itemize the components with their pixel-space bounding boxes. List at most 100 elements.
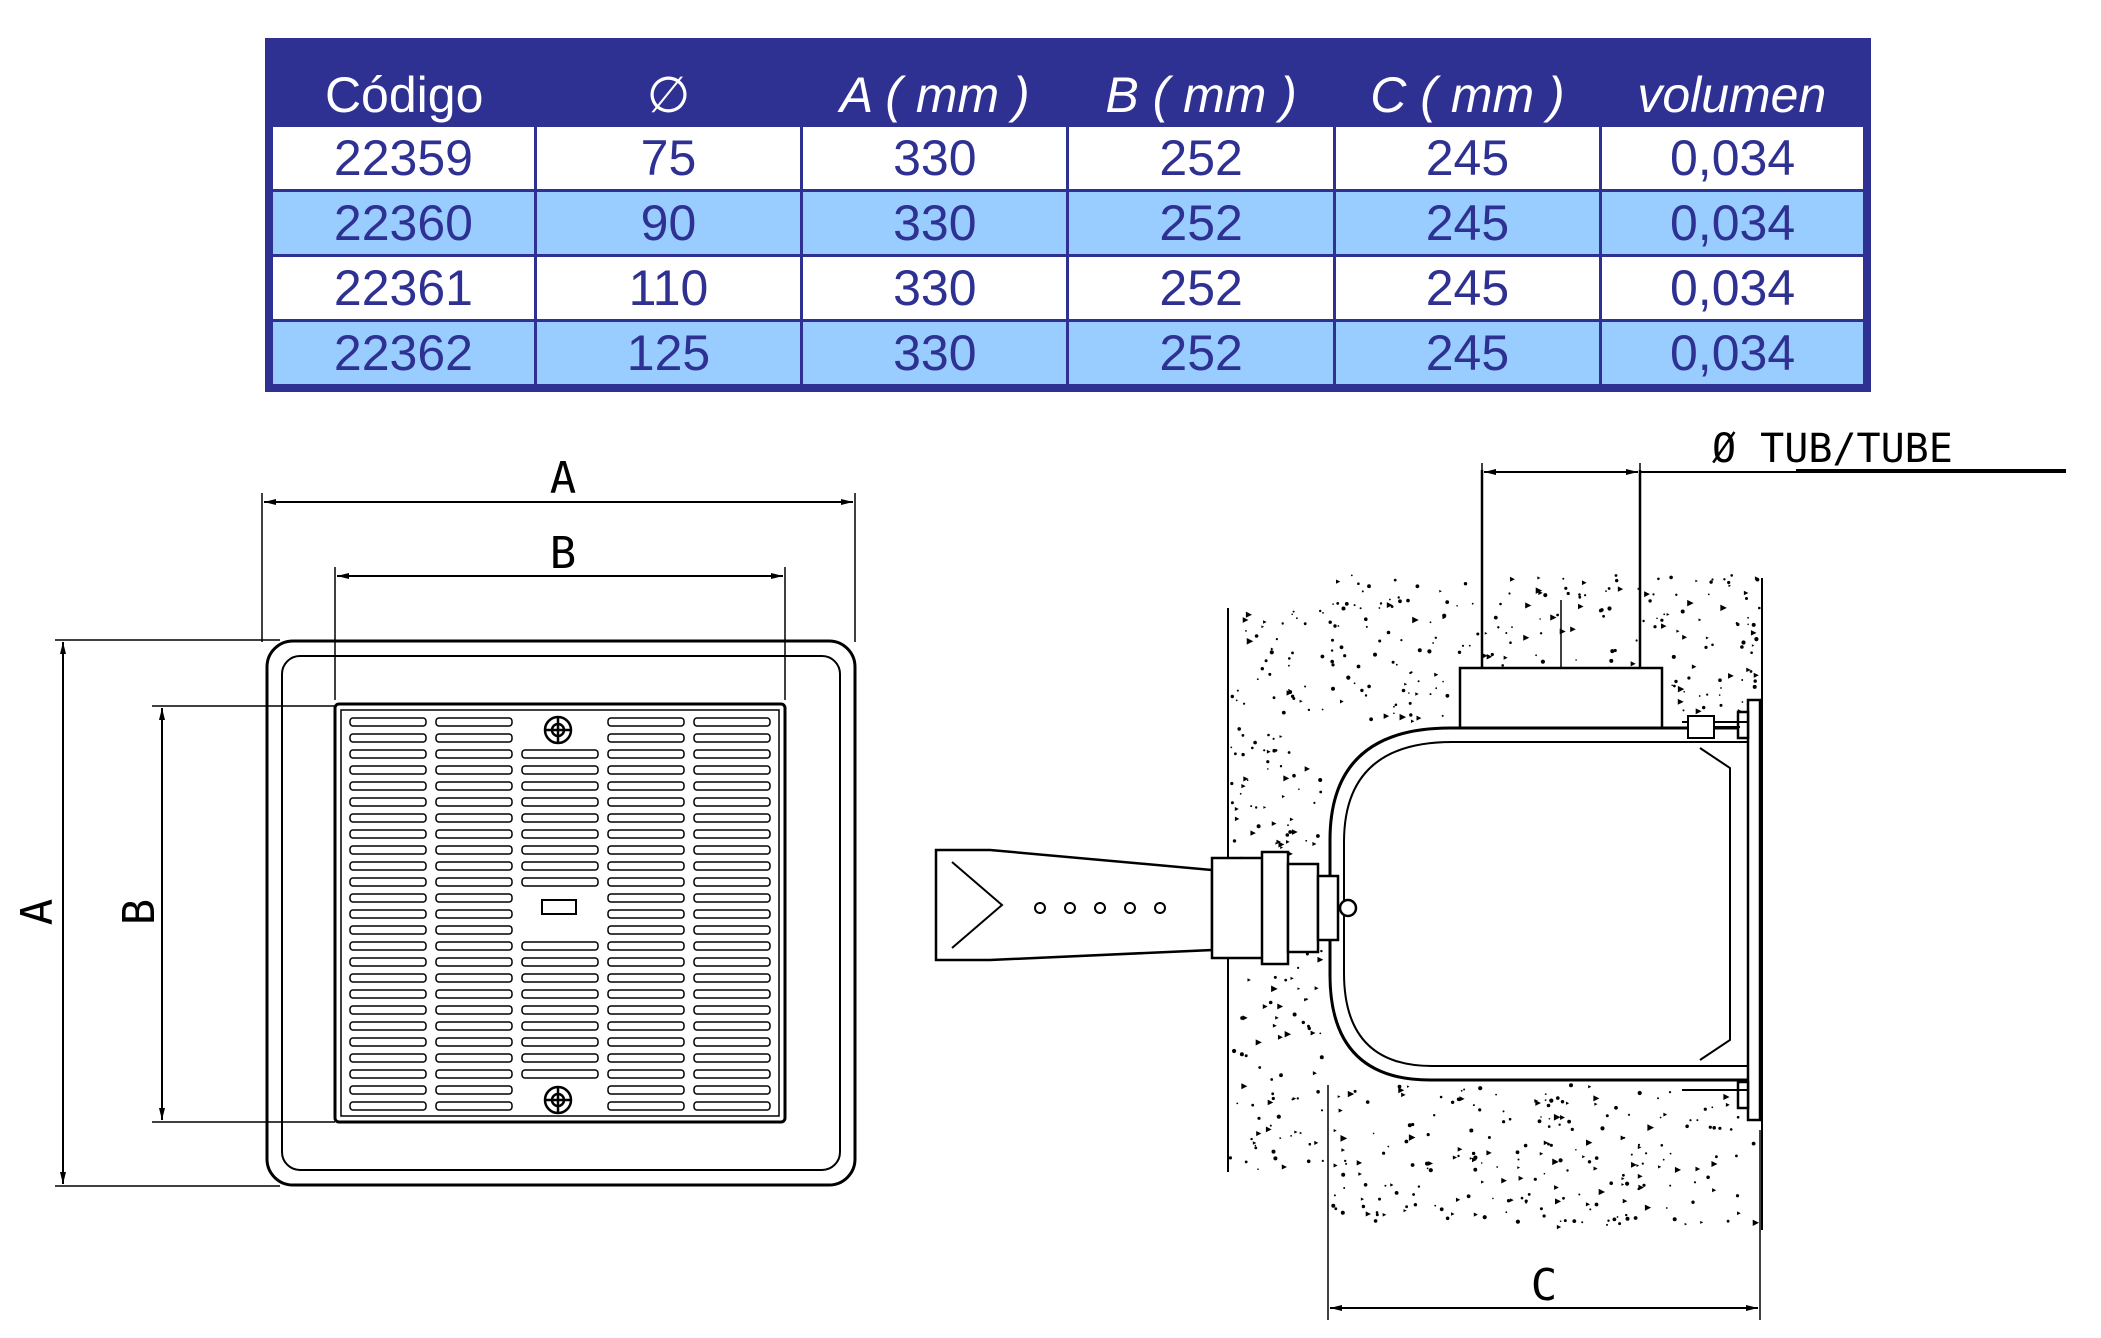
concrete-speck <box>1291 829 1298 835</box>
concrete-speck <box>1741 679 1744 681</box>
concrete-speck <box>1586 1139 1593 1146</box>
concrete-speck <box>1719 703 1723 707</box>
concrete-speck <box>1758 606 1761 610</box>
concrete-speck <box>1290 1135 1292 1137</box>
grate-slot <box>349 925 427 935</box>
grate-slot <box>435 829 513 839</box>
grate-slot <box>521 781 599 791</box>
concrete-speck <box>1704 645 1708 650</box>
concrete-speck <box>1501 1177 1507 1184</box>
concrete-speck <box>1723 578 1726 581</box>
concrete-speck <box>1607 587 1611 590</box>
concrete-speck <box>1473 1212 1478 1217</box>
concrete-speck <box>1230 781 1234 786</box>
concrete-speck <box>1428 1161 1433 1166</box>
grate-slot <box>435 717 513 727</box>
concrete-speck <box>1334 1207 1338 1211</box>
concrete-speck <box>1417 680 1420 683</box>
concrete-speck <box>1659 1116 1662 1119</box>
concrete-speck <box>1359 607 1362 610</box>
concrete-speck <box>1510 1198 1514 1202</box>
concrete-speck <box>1408 692 1410 694</box>
concrete-speck <box>1445 693 1450 698</box>
concrete-speck <box>1497 626 1500 629</box>
concrete-speck <box>1708 1125 1712 1129</box>
concrete-speck <box>1345 1162 1348 1165</box>
concrete-speck <box>1687 676 1691 680</box>
concrete-speck <box>1288 830 1293 834</box>
concrete-speck <box>1456 1097 1461 1102</box>
concrete-speck <box>1606 1223 1608 1226</box>
concrete-speck <box>1547 1125 1551 1128</box>
grate-slot <box>521 973 599 983</box>
concrete-speck <box>1404 682 1408 686</box>
grate-slot <box>693 829 771 839</box>
concrete-speck <box>1426 1133 1430 1137</box>
concrete-speck <box>1336 579 1341 584</box>
concrete-speck <box>1331 686 1335 691</box>
concrete-speck <box>1540 659 1545 664</box>
concrete-speck <box>1321 708 1324 711</box>
grate-slot <box>435 941 513 951</box>
grate-slot <box>607 909 685 919</box>
concrete-speck <box>1367 584 1371 589</box>
concrete-speck <box>1728 673 1734 679</box>
concrete-speck <box>1417 648 1422 653</box>
grate-slot <box>693 1069 771 1079</box>
concrete-speck <box>1344 602 1349 606</box>
concrete-speck <box>1623 1136 1626 1139</box>
concrete-speck <box>1463 1088 1466 1091</box>
concrete-speck <box>1578 603 1584 610</box>
table-row: 22362 125 330 252 245 0,034 <box>267 319 1869 388</box>
concrete-speck <box>1442 680 1444 683</box>
concrete-speck <box>1241 783 1246 789</box>
concrete-speck <box>1409 713 1413 717</box>
concrete-speck <box>1535 1100 1541 1106</box>
centre-notch <box>541 899 577 915</box>
concrete-speck <box>1263 806 1267 809</box>
concrete-speck <box>1668 1091 1672 1094</box>
grate-slot <box>693 733 771 743</box>
grate-slot <box>349 957 427 967</box>
grate-slot <box>607 749 685 759</box>
concrete-speck <box>1279 765 1283 768</box>
concrete-speck <box>1728 584 1732 587</box>
grate-slot <box>521 1005 599 1015</box>
cell-b: 252 <box>1066 189 1336 256</box>
concrete-speck <box>1239 1052 1244 1057</box>
grate-slot <box>521 797 599 807</box>
cell-a: 330 <box>800 189 1070 256</box>
grate-slot <box>693 781 771 791</box>
concrete-speck <box>1365 1100 1370 1104</box>
concrete-speck <box>1338 1108 1343 1113</box>
grate-slot <box>521 1069 599 1079</box>
concrete-speck <box>1412 616 1419 624</box>
concrete-speck <box>1578 593 1581 596</box>
concrete-speck <box>1621 1177 1625 1181</box>
grate-slot <box>349 909 427 919</box>
concrete-speck <box>1718 678 1722 682</box>
grate-slot <box>607 989 685 999</box>
grate-slot <box>607 1085 685 1095</box>
concrete-speck <box>1264 659 1268 663</box>
concrete-speck <box>1486 1150 1492 1156</box>
grate-slot <box>521 845 599 855</box>
concrete-speck <box>1397 596 1400 599</box>
concrete-speck <box>1279 735 1283 739</box>
concrete-speck <box>1310 1030 1316 1036</box>
grate-slot <box>607 717 685 727</box>
concrete-speck <box>1408 701 1412 705</box>
concrete-speck <box>1658 1165 1662 1169</box>
concrete-speck <box>1609 658 1614 663</box>
cell-volumen: 0,034 <box>1599 254 1869 321</box>
grate-slot <box>521 957 599 967</box>
concrete-speck <box>1263 749 1266 752</box>
concrete-speck <box>1718 694 1721 696</box>
grate-slot <box>349 941 427 951</box>
concrete-speck <box>1230 801 1234 805</box>
concrete-speck <box>1435 687 1438 690</box>
concrete-speck <box>1673 684 1676 688</box>
dim-label-b-top: B <box>550 528 577 579</box>
grate-slot <box>349 973 427 983</box>
grate-slot <box>693 765 771 775</box>
